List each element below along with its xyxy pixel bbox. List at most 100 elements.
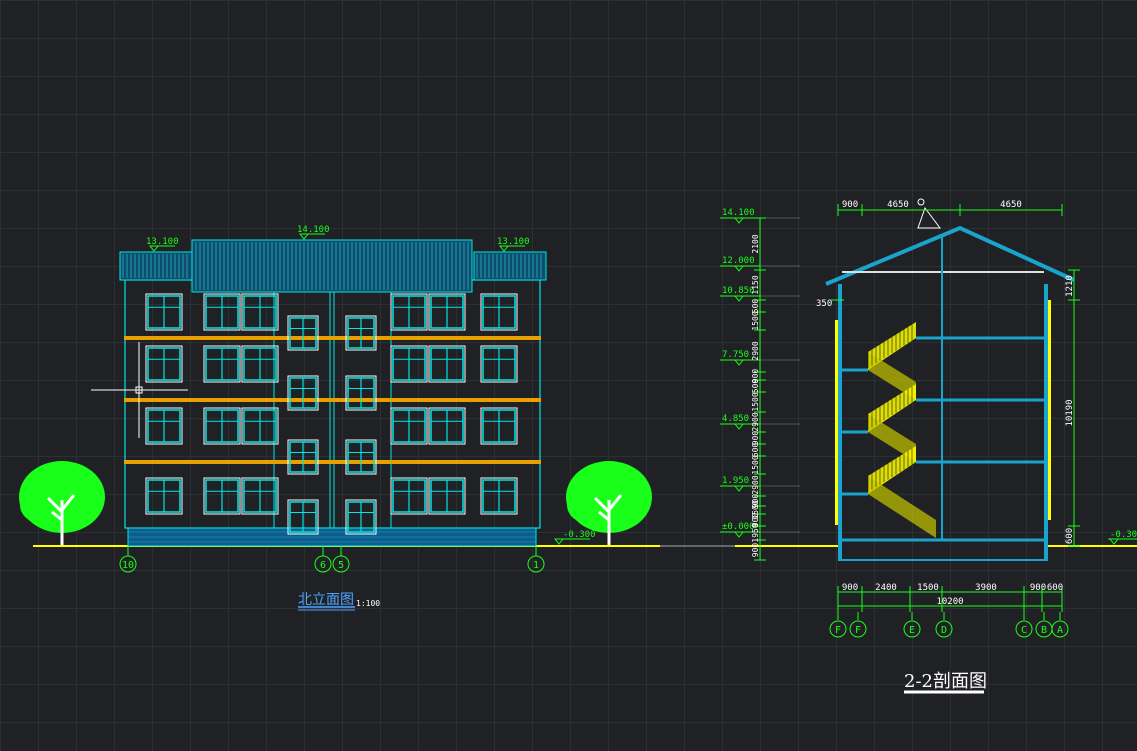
tree-right-icon bbox=[566, 461, 652, 545]
window bbox=[287, 439, 319, 475]
svg-text:3900: 3900 bbox=[975, 583, 997, 593]
svg-text:C: C bbox=[1021, 625, 1027, 636]
svg-text:1500: 1500 bbox=[751, 311, 760, 330]
window bbox=[287, 315, 319, 351]
window bbox=[145, 293, 183, 331]
svg-text:1210: 1210 bbox=[1065, 275, 1075, 297]
level-mark: 7.750 bbox=[720, 350, 800, 366]
north-elevation: 13.100 14.100 13.100 -0.300 10 6 bbox=[19, 225, 735, 611]
section-left-dims: 2100115050015002900900500150029009006001… bbox=[751, 217, 766, 561]
level-marker-mid: 14.100 bbox=[297, 225, 330, 240]
axis-bubble: B bbox=[1035, 612, 1053, 638]
window bbox=[345, 375, 377, 411]
axis-bubble-10: 10 bbox=[119, 546, 137, 573]
section-stairs bbox=[867, 322, 936, 538]
svg-text:14.100: 14.100 bbox=[722, 208, 755, 218]
tree-left-icon bbox=[19, 461, 105, 545]
axis-bubble: F bbox=[849, 612, 867, 638]
svg-text:600: 600 bbox=[751, 443, 760, 458]
section-roof bbox=[825, 225, 1075, 286]
svg-text:1500: 1500 bbox=[751, 455, 760, 474]
window bbox=[480, 345, 518, 383]
section-title: 2-2剖面图 bbox=[904, 671, 987, 692]
svg-text:600: 600 bbox=[1065, 528, 1075, 544]
level-mark: 1.950 bbox=[720, 476, 800, 492]
axis-bubble: E bbox=[903, 612, 921, 638]
svg-text:900: 900 bbox=[751, 543, 760, 558]
svg-text:500: 500 bbox=[751, 299, 760, 314]
svg-text:-0.300: -0.300 bbox=[1110, 530, 1137, 540]
section-right-dims: 1210 10190 600 bbox=[1065, 269, 1080, 547]
level-marker-left: 13.100 bbox=[146, 237, 179, 252]
level-mark: 10.850 bbox=[720, 286, 800, 302]
floor-band bbox=[124, 460, 541, 464]
elevation-windows bbox=[145, 293, 518, 535]
window bbox=[287, 375, 319, 411]
section-bottom-dims: 900 2400 1500 3900 900 600 10200 bbox=[837, 583, 1063, 612]
level-mark: 14.100 bbox=[720, 208, 800, 224]
axis-bubble: C bbox=[1015, 612, 1033, 638]
svg-text:4.850: 4.850 bbox=[722, 414, 749, 424]
svg-text:10190: 10190 bbox=[1065, 399, 1075, 426]
window bbox=[345, 499, 377, 535]
svg-text:2100: 2100 bbox=[751, 234, 760, 253]
svg-text:D: D bbox=[941, 625, 947, 636]
window bbox=[203, 477, 241, 515]
level-text: 13.100 bbox=[497, 237, 530, 247]
window bbox=[203, 407, 241, 445]
level-text: 14.100 bbox=[297, 225, 330, 235]
floor-band bbox=[124, 398, 541, 402]
svg-text:2400: 2400 bbox=[875, 583, 897, 593]
svg-text:4650: 4650 bbox=[887, 200, 909, 210]
svg-text:900: 900 bbox=[751, 431, 760, 446]
svg-text:900: 900 bbox=[842, 200, 858, 210]
section-top-dims: 900 4650 4650 350 bbox=[816, 200, 1063, 309]
svg-text:F: F bbox=[835, 625, 841, 636]
svg-text:900: 900 bbox=[842, 583, 858, 593]
elevation-scale: 1:100 bbox=[356, 599, 380, 608]
window bbox=[145, 407, 183, 445]
window bbox=[145, 477, 183, 515]
svg-text:1150: 1150 bbox=[751, 275, 760, 294]
window bbox=[480, 407, 518, 445]
ground-level-marker: -0.300 bbox=[553, 530, 596, 545]
level-text: -0.300 bbox=[563, 530, 596, 540]
level-mark: ±0.000 bbox=[720, 522, 800, 538]
roof-right bbox=[473, 251, 547, 281]
window bbox=[428, 293, 466, 331]
svg-text:5: 5 bbox=[338, 560, 344, 571]
section-ground-level-marker: -0.300 bbox=[1108, 530, 1137, 545]
svg-text:E: E bbox=[909, 625, 915, 636]
svg-text:500: 500 bbox=[751, 379, 760, 394]
window bbox=[428, 345, 466, 383]
svg-text:F: F bbox=[855, 625, 861, 636]
svg-text:2900: 2900 bbox=[751, 341, 760, 360]
window bbox=[203, 293, 241, 331]
window bbox=[390, 407, 428, 445]
svg-text:1500: 1500 bbox=[751, 392, 760, 411]
svg-text:10200: 10200 bbox=[936, 597, 963, 607]
level-marker-right: 13.100 bbox=[497, 237, 530, 252]
svg-text:1.950: 1.950 bbox=[722, 476, 749, 486]
svg-text:1: 1 bbox=[533, 560, 539, 571]
building-outline bbox=[124, 279, 541, 529]
level-mark: 12.000 bbox=[720, 256, 800, 272]
svg-text:900: 900 bbox=[1030, 583, 1046, 593]
window bbox=[390, 345, 428, 383]
level-text: 13.100 bbox=[146, 237, 179, 247]
window bbox=[390, 477, 428, 515]
svg-text:10.850: 10.850 bbox=[722, 286, 755, 296]
window bbox=[345, 315, 377, 351]
floor-band bbox=[124, 336, 541, 340]
axis-bubble-6: 6 bbox=[314, 546, 332, 573]
svg-text:12.000: 12.000 bbox=[722, 256, 755, 266]
window bbox=[287, 499, 319, 535]
svg-text:10: 10 bbox=[122, 560, 134, 571]
elevation-title: 北立面图 bbox=[298, 592, 354, 608]
section-wall-left bbox=[838, 284, 842, 560]
axis-bubble-1: 1 bbox=[527, 546, 545, 573]
svg-text:2900: 2900 bbox=[751, 412, 760, 431]
